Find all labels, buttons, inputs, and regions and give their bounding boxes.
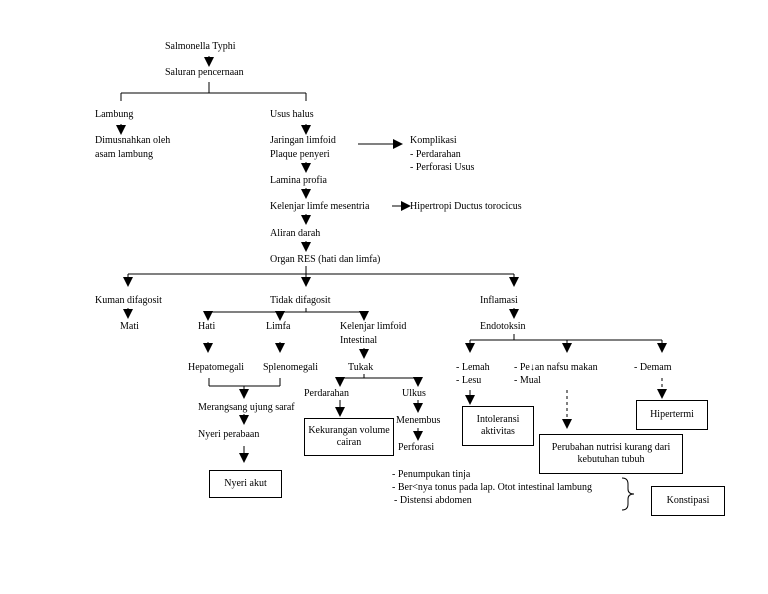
box-perubahan: Perubahan nutrisi kurang dari kebutuhan … bbox=[539, 434, 683, 474]
node-tidak-difagosit: Tidak difagosit bbox=[270, 295, 331, 306]
node-demam: - Demam bbox=[634, 362, 672, 373]
node-lesu: - Lesu bbox=[456, 375, 482, 386]
node-lambung: Lambung bbox=[95, 109, 134, 120]
node-nyeri-perabaan: Nyeri perabaan bbox=[198, 429, 260, 440]
node-mual: - Mual bbox=[514, 375, 541, 386]
curly-brace bbox=[621, 477, 635, 511]
node-nafsu: - Pe↓an nafsu makan bbox=[514, 362, 598, 373]
node-kuman: Kuman difagosit bbox=[95, 295, 162, 306]
node-komplikasi-title: Komplikasi bbox=[410, 135, 457, 146]
node-usus-halus: Usus halus bbox=[270, 109, 314, 120]
node-endotoksin: Endotoksin bbox=[480, 321, 526, 332]
box-kekurangan: Kekurangan volume cairan bbox=[304, 418, 394, 456]
box-intoleransi: Intoleransi aktivitas bbox=[462, 406, 534, 446]
node-menembus: Menembus bbox=[396, 415, 441, 426]
box-hipertermi: Hipertermi bbox=[636, 400, 708, 430]
node-perforasi: Perforasi bbox=[398, 442, 435, 453]
node-kelenjar-intestinal-2: Intestinal bbox=[340, 335, 378, 346]
box-konstipasi: Konstipasi bbox=[651, 486, 725, 516]
node-hati: Hati bbox=[198, 321, 216, 332]
node-jaringan-1: Jaringan limfoid bbox=[270, 135, 336, 146]
node-komplikasi-2: - Perforasi Usus bbox=[410, 162, 475, 173]
node-salmonella: Salmonella Typhi bbox=[165, 41, 236, 52]
node-distensi: - Distensi abdomen bbox=[394, 495, 472, 506]
node-tukak: Tukak bbox=[348, 362, 374, 373]
node-saluran: Saluran pencernaan bbox=[165, 67, 244, 78]
box-nyeri-akut: Nyeri akut bbox=[209, 470, 282, 498]
node-lemah: - Lemah bbox=[456, 362, 490, 373]
node-mati: Mati bbox=[120, 321, 139, 332]
node-inflamasi: Inflamasi bbox=[480, 295, 518, 306]
node-splenomegali: Splenomegali bbox=[263, 362, 318, 373]
node-lamina: Lamina profia bbox=[270, 175, 327, 186]
node-dimusnahkan-1: Dimusnahkan oleh bbox=[95, 135, 171, 146]
node-tonus: - Ber<nya tonus pada lap. Otot intestina… bbox=[392, 482, 593, 493]
node-hepatomegali: Hepatomegali bbox=[188, 362, 245, 373]
node-perdarahan: Perdarahan bbox=[304, 388, 349, 399]
node-merangsang: Merangsang ujung saraf bbox=[198, 402, 295, 413]
node-komplikasi-1: - Perdarahan bbox=[410, 149, 461, 160]
node-penumpukan: - Penumpukan tinja bbox=[392, 469, 471, 480]
node-jaringan-2: Plaque penyeri bbox=[270, 149, 330, 160]
node-ulkus: Ulkus bbox=[402, 388, 426, 399]
node-organ-res: Organ RES (hati dan limfa) bbox=[270, 254, 381, 265]
node-limfa: Limfa bbox=[266, 321, 291, 332]
node-aliran: Aliran darah bbox=[270, 228, 321, 239]
node-kelenjar-mesentria: Kelenjar limfe mesentria bbox=[270, 201, 370, 212]
node-dimusnahkan-2: asam lambung bbox=[95, 149, 154, 160]
node-kelenjar-intestinal-1: Kelenjar limfoid bbox=[340, 321, 407, 332]
node-hipertropi: Hipertropi Ductus torocicus bbox=[410, 201, 522, 212]
